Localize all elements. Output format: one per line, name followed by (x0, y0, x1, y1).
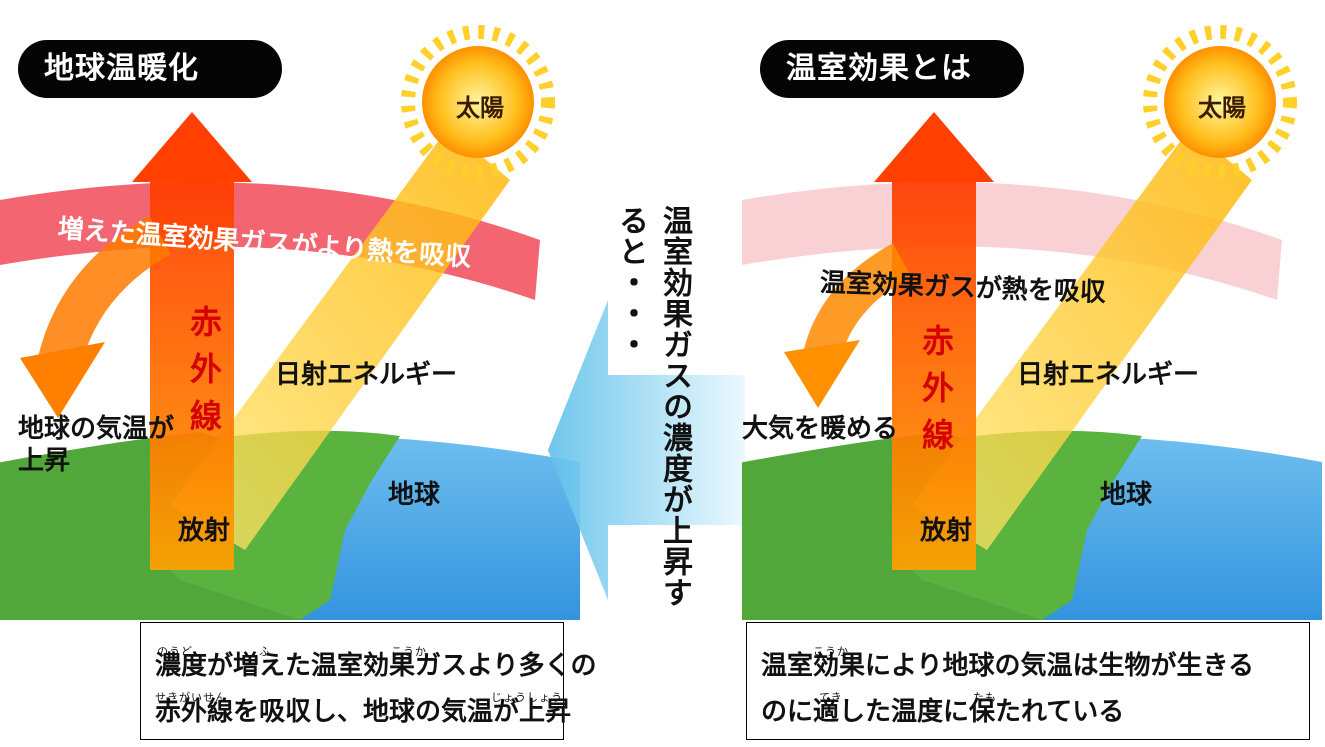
solar-energy-label: 日射エネルギー (1017, 360, 1200, 390)
warm-air-label: 大気を暖める (742, 414, 899, 444)
ruby-noudo: のうど (157, 645, 193, 658)
ruby-sekigaisen: せきがいせん (155, 691, 227, 704)
greenhouse-effect-title: 温室効果とは (760, 40, 1024, 98)
sun-icon (401, 25, 555, 179)
caption-box-right: こうか 温室効果により地球の気温は生物が生きる てき たも のに適した温度に保た… (746, 622, 1310, 740)
greenhouse-effect-panel: 温室効果とは 太陽 温室効果ガスが熱を吸収 赤 外 線 日射エネルギー 大気を暖… (742, 0, 1322, 620)
greenhouse-effect-illustration (742, 25, 1322, 620)
caption-left-line2: せきがいせん じょうしょう 赤外線を吸収し、地球の気温が上昇 (155, 691, 571, 727)
solar-energy-beam (912, 128, 1252, 550)
caption-right-line1: こうか 温室効果により地球の気温は生物が生きる (761, 645, 1295, 681)
sun-icon (1143, 25, 1297, 179)
temperature-rise-label-line2: 上昇 (18, 446, 71, 476)
ruby-fu: ふ (259, 645, 271, 658)
sun-label: 太陽 (456, 94, 504, 122)
infrared-column (892, 180, 976, 570)
infrared-arrowhead-down (20, 342, 105, 418)
infrared-reflected-arrow (38, 215, 172, 366)
ruby-teki: てき (819, 691, 843, 704)
global-warming-illustration (0, 25, 580, 620)
global-warming-panel: 地球温暖化 太陽 増えた温室効果ガスがより熱を吸収 赤 外 線 日射エネルギー … (0, 0, 580, 620)
transition-arrow (548, 300, 745, 600)
ruby-joushou: じょうしょう (491, 691, 563, 704)
infrared-char-1: 赤 (921, 322, 954, 360)
solar-energy-beam (170, 128, 510, 550)
caption-right-line2: てき たも のに適した温度に保たれている (761, 691, 1295, 727)
infrared-reflected-arrow (803, 243, 912, 361)
infrared-arrowhead-up (874, 112, 994, 182)
temperature-rise-label-line1: 地球の気温が (18, 414, 175, 444)
earth-label: 地球 (1100, 480, 1153, 510)
ruby-tamo: たも (973, 691, 997, 704)
sun-label: 太陽 (1198, 94, 1246, 122)
caption-left-line1: のうど ふ こうか 濃度が増えた温室効果ガスより多くの (155, 645, 596, 681)
infrared-arrowhead-down (784, 340, 860, 408)
caption-box-left: のうど ふ こうか 濃度が増えた温室効果ガスより多くの せきがいせん じょうしょ… (140, 622, 596, 740)
infrared-char-1: 赤 (189, 303, 222, 341)
global-warming-title: 地球温暖化 (18, 40, 282, 98)
ruby-kouka: こうか (813, 645, 849, 658)
earth-label: 地球 (388, 480, 441, 510)
ruby-kouka: こうか (391, 645, 427, 658)
infrared-char-2: 外 (189, 350, 222, 388)
infrared-arrowhead-up (132, 112, 252, 182)
radiation-label: 放射 (178, 516, 231, 546)
infrared-char-3: 線 (921, 416, 954, 454)
solar-energy-label: 日射エネルギー (275, 360, 458, 390)
infrared-char-2: 外 (921, 369, 954, 407)
radiation-label: 放射 (920, 516, 973, 546)
infrared-char-3: 線 (189, 397, 222, 435)
transition-text: 温室効果ガスの濃度が上昇すると・・・ (613, 205, 692, 608)
